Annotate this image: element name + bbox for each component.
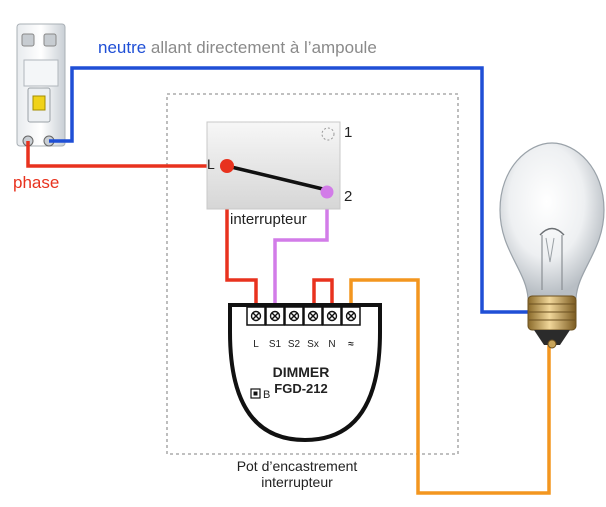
circuit-breaker xyxy=(16,23,66,147)
switched-wire xyxy=(273,196,329,307)
dimmer-terminal-label: Sx xyxy=(307,339,319,350)
switch-terminal-1-label: 1 xyxy=(344,124,353,141)
dimmer-module xyxy=(228,303,382,443)
phase-wire xyxy=(26,141,258,307)
phase-label: phase xyxy=(13,173,60,192)
neutral-label-rest: allant directement à l’ampoule xyxy=(146,38,377,57)
sx-n-bridge-wire xyxy=(312,278,334,307)
dimmer-model: FGD-212 xyxy=(274,381,328,396)
dimmer-terminal-label: N xyxy=(328,339,336,350)
load-wire xyxy=(349,278,551,495)
wall-box-label-line2: interrupteur xyxy=(261,474,333,490)
dimmer-title: DIMMER xyxy=(272,364,330,380)
switch-terminal-L-label: L xyxy=(207,156,215,172)
light-bulb xyxy=(499,142,605,349)
switch-pivot-dot xyxy=(220,159,234,173)
neutral-word: neutre xyxy=(98,38,147,57)
neutral-wire-label: neutre allant directement à l’ampoule xyxy=(98,38,377,58)
wall-box-label: Pot d’encastrement interrupteur xyxy=(222,458,372,490)
dimmer-terminal-label: S1 xyxy=(268,339,282,350)
switch-label: interrupteur xyxy=(230,211,307,228)
switch-terminal-2-dot xyxy=(320,185,334,199)
neutral-wire xyxy=(49,66,544,314)
dimmer-terminal-label: S2 xyxy=(287,339,301,350)
switch-terminal-1-dot xyxy=(321,127,335,141)
switch-lever xyxy=(226,164,328,192)
wall-box-outline xyxy=(166,93,459,455)
dimmer-button-label: B xyxy=(263,389,271,401)
wall-box-label-line1: Pot d’encastrement xyxy=(236,458,358,474)
switch-terminal-2-label: 2 xyxy=(344,188,353,205)
dimmer-terminal-label: L xyxy=(253,339,259,350)
dimmer-terminal-label: ≈ xyxy=(348,339,354,350)
dimmer-terminal-block xyxy=(246,306,361,326)
